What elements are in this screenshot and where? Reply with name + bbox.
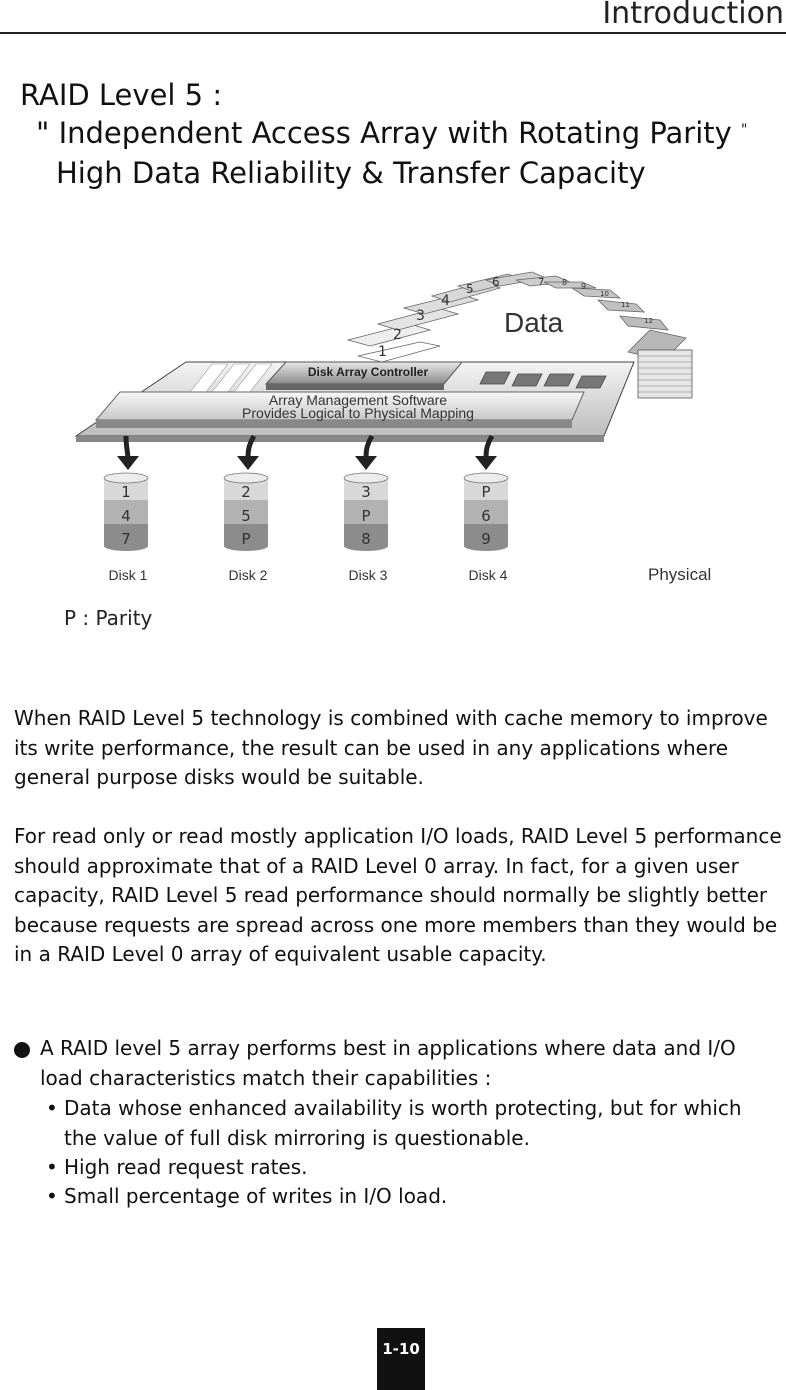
disk-cell-labels: 1 4 7 2 5 P 3 P 8 P 6 9 xyxy=(121,483,491,548)
disk-cell: 8 xyxy=(361,530,371,548)
disk-cell: P xyxy=(481,483,490,501)
sub-bullet-text: Data whose enhanced availability is wort… xyxy=(64,1096,742,1150)
raid-level-heading: RAID Level 5 : xyxy=(20,78,223,112)
disk-3 xyxy=(343,472,389,551)
block-label: 5 xyxy=(466,282,474,296)
data-stack xyxy=(637,349,693,399)
disk-cell: P xyxy=(361,507,370,525)
disk-cell: 9 xyxy=(481,530,491,548)
disk-name: Disk 4 xyxy=(469,567,508,583)
sub-bullet-text: High read request rates. xyxy=(64,1155,308,1179)
open-quote: " xyxy=(36,116,50,150)
block-label: 10 xyxy=(600,290,609,298)
data-blocks xyxy=(346,271,687,363)
disk-name: Disk 3 xyxy=(349,567,388,583)
disk-names: Disk 1 Disk 2 Disk 3 Disk 4 xyxy=(109,567,508,583)
block-label: 4 xyxy=(441,293,450,309)
disk-name: Disk 2 xyxy=(229,567,268,583)
disk-cell: 5 xyxy=(241,507,251,525)
sub-bullet-text: Small percentage of writes in I/O load. xyxy=(64,1184,448,1208)
raid-subtitle: " Independent Access Array with Rotating… xyxy=(36,116,747,150)
block-label: 12 xyxy=(644,317,653,325)
sub-bullet-marker: • xyxy=(46,1155,58,1179)
disk-4 xyxy=(463,472,509,551)
page-number: 1-10 xyxy=(377,1328,425,1390)
mapping-label: Provides Logical to Physical Mapping xyxy=(242,405,474,421)
disk-cell: 6 xyxy=(481,507,491,525)
paragraph-read-performance: For read only or read mostly application… xyxy=(14,824,782,966)
bullet-text: A RAID level 5 array performs best in ap… xyxy=(40,1036,736,1090)
block-label: 6 xyxy=(492,275,500,289)
software-label: Array Management Software xyxy=(269,392,447,408)
data-label: Data xyxy=(504,307,564,338)
block-label: 8 xyxy=(562,278,567,287)
physical-label: Physical xyxy=(648,565,711,584)
disk-2 xyxy=(223,472,269,551)
raid-tagline: High Data Reliability & Transfer Capacit… xyxy=(56,156,646,190)
disk-cell: 3 xyxy=(361,483,371,501)
disk-cell: 4 xyxy=(121,507,131,525)
subtitle-text: Independent Access Array with Rotating P… xyxy=(58,116,732,150)
controller-board xyxy=(74,361,635,442)
controller-label: Disk Array Controller xyxy=(308,365,429,379)
raid5-diagram: 1 2 3 4 5 6 7 8 9 10 11 12 Data xyxy=(74,271,711,584)
page-header: Introduction xyxy=(0,0,786,34)
close-quote: " xyxy=(741,122,748,138)
disk-cell: P xyxy=(241,530,250,548)
parity-legend: P : Parity xyxy=(64,606,153,630)
disk-cell: 7 xyxy=(121,530,131,548)
block-label: 2 xyxy=(393,327,402,343)
block-label: 11 xyxy=(621,301,630,309)
block-label: 9 xyxy=(581,282,586,291)
disk-1 xyxy=(103,472,149,551)
block-label: 1 xyxy=(378,344,387,360)
sub-bullet-marker: • xyxy=(46,1096,58,1120)
section-title: Introduction xyxy=(602,0,784,31)
disk-name: Disk 1 xyxy=(109,567,148,583)
block-label: 7 xyxy=(538,277,544,288)
block-label: 3 xyxy=(416,308,425,324)
paragraph-cache: When RAID Level 5 technology is combined… xyxy=(14,706,768,789)
bullet-dot-icon xyxy=(14,1042,30,1058)
disk-cell: 2 xyxy=(241,483,251,501)
block-numbers: 1 2 3 4 5 6 7 8 9 10 11 12 xyxy=(378,275,653,360)
disk-cell: 1 xyxy=(121,483,131,501)
sub-bullet-marker: • xyxy=(46,1184,58,1208)
disk-arrows xyxy=(117,434,497,470)
